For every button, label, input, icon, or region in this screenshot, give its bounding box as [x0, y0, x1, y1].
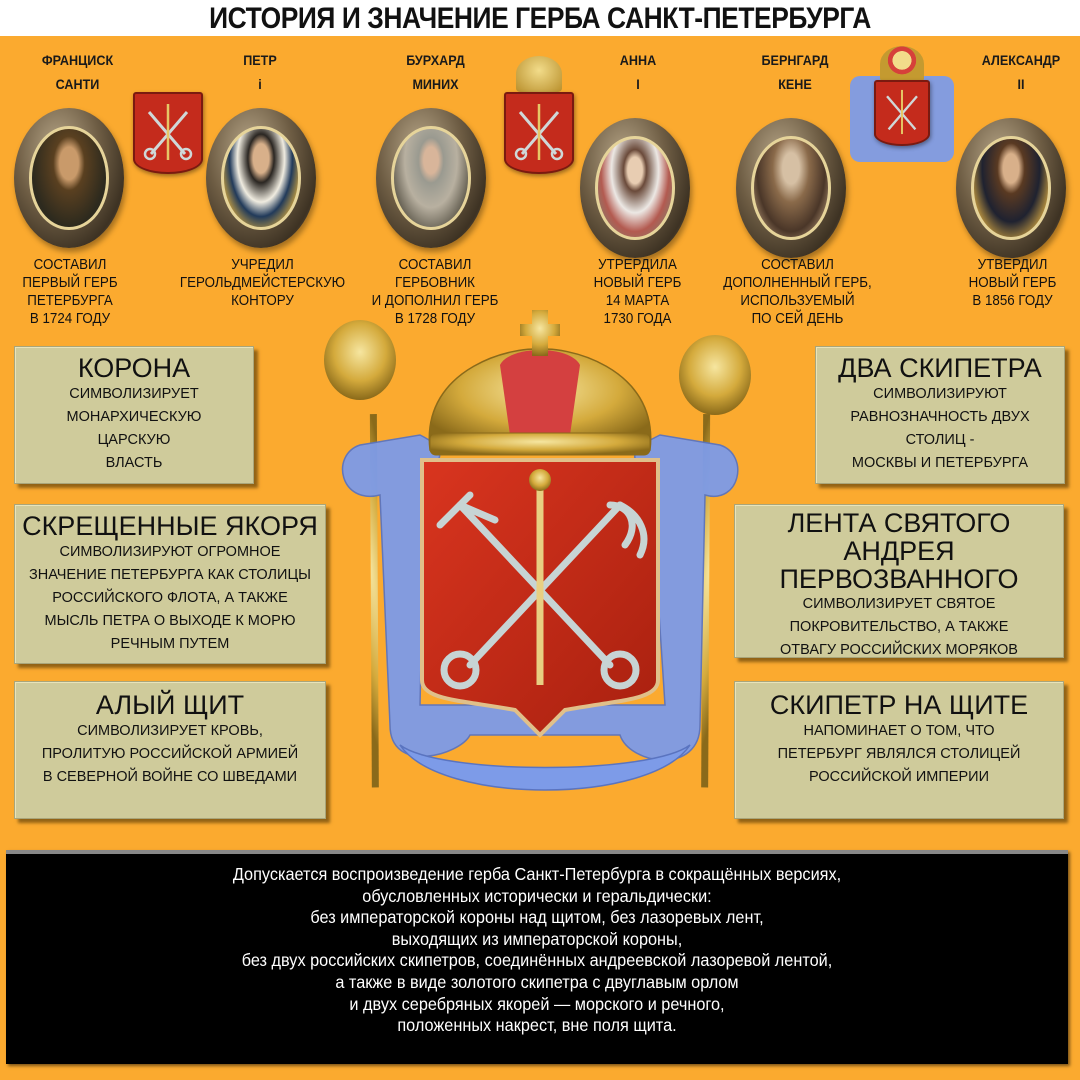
person-minich: БУРХАРД МИНИХ [378, 48, 493, 96]
panel-title: КОРОНА [77, 353, 191, 383]
coat-of-arms-emblem [320, 305, 760, 840]
panel-text: СИМВОЛИЗИРУЕТ МОНАРХИЧЕСКУЮ ЦАРСКУЮ ВЛАС… [66, 386, 202, 471]
central-sceptre-icon [529, 469, 551, 685]
portrait-anna [595, 136, 675, 240]
crossed-anchors-icon [436, 491, 648, 690]
person-desc-minich: СОСТАВИЛ ГЕРБОВНИК И ДОПОЛНИЛ ГЕРБ В 172… [371, 257, 499, 327]
person-desc-santi: СОСТАВИЛ ПЕРВЫЙ ГЕРБ ПЕТЕРБУРГА В 1724 Г… [22, 257, 118, 327]
person-name-line1: АЛЕКСАНДР [981, 52, 1061, 68]
crown-icon [880, 46, 924, 82]
person-koehne: БЕРНГАРД КЕНЕ [740, 48, 850, 96]
panel-text: СИМВОЛИЗИРУЮТ РАВНОЗНАЧНОСТЬ ДВУХ СТОЛИЦ… [850, 386, 1030, 471]
person-name-line1: ФРАНЦИСК [41, 52, 114, 68]
notice-text: Допускается воспроизведение герба Санкт-… [232, 864, 842, 1036]
portrait-minich [391, 126, 471, 230]
person-anna: АННА I [598, 48, 678, 96]
portrait-frame-koehne [736, 118, 846, 258]
person-name-line1: ПЕТР [243, 52, 277, 68]
anchors-icon [514, 104, 564, 161]
person-desc-peter: УЧРЕДИЛ ГЕРОЛЬДМЕЙСТЕРСКУЮ КОНТОРУ [179, 257, 346, 309]
panel-title: ДВА СКИПЕТРА [838, 353, 1042, 383]
panel-anchors: СКРЕЩЕННЫЕ ЯКОРЯ СИМВОЛИЗИРУЮТ ОГРОМНОЕ … [14, 504, 326, 664]
person-desc-koehne: СОСТАВИЛ ДОПОЛНЕННЫЙ ГЕРБ, ИСПОЛЬЗУЕМЫЙ … [723, 257, 872, 327]
person-name-line2: КЕНЕ [778, 76, 812, 92]
panel-text: СИМВОЛИЗИРУЮТ ОГРОМНОЕ ЗНАЧЕНИЕ ПЕТЕРБУР… [28, 544, 312, 652]
portrait-peter [221, 126, 301, 230]
person-santi: ФРАНЦИСК САНТИ [20, 48, 135, 96]
title-bar: ИСТОРИЯ И ЗНАЧЕНИЕ ГЕРБА САНКТ-ПЕТЕРБУРГ… [0, 0, 1080, 36]
portrait-frame-minich [376, 108, 486, 248]
panel-sceptre-on-shield: СКИПЕТР НА ЩИТЕ НАПОМИНАЕТ О ТОМ, ЧТО ПЕ… [734, 681, 1064, 819]
reproduction-notice: Допускается воспроизведение герба Санкт-… [6, 850, 1068, 1064]
panel-two-sceptres: ДВА СКИПЕТРА СИМВОЛИЗИРУЮТ РАВНОЗНАЧНОСТ… [815, 346, 1065, 484]
panel-title: СКИПЕТР НА ЩИТЕ [769, 690, 1029, 720]
portrait-frame-alexander [956, 118, 1066, 258]
small-coat-of-arms-1724 [133, 92, 203, 174]
portrait-koehne [751, 136, 831, 240]
small-full-emblem-1856 [842, 42, 962, 162]
portrait-frame-peter [206, 108, 316, 248]
crown-icon-small [516, 56, 562, 92]
small-coat-of-arms-1730 [504, 92, 574, 174]
panel-title: СКРЕЩЕННЫЕ ЯКОРЯ [22, 511, 318, 541]
person-name-line2: I [636, 76, 640, 92]
person-peter: ПЕТР i [220, 48, 300, 96]
anchors-icon [143, 104, 193, 161]
anchors-icon [886, 89, 918, 135]
portrait-frame-santi [14, 108, 124, 248]
panel-title: ЛЕНТА СВЯТОГО АНДРЕЯ ПЕРВОЗВАННОГО [779, 508, 1019, 594]
panel-text: СИМВОЛИЗИРУЕТ КРОВЬ, ПРОЛИТУЮ РОССИЙСКОЙ… [41, 723, 299, 785]
portrait-alexander [971, 136, 1051, 240]
person-name-line1: АННА [619, 52, 657, 68]
portrait-frame-anna [580, 118, 690, 258]
panel-title: АЛЫЙ ЩИТ [95, 690, 245, 720]
page-title: ИСТОРИЯ И ЗНАЧЕНИЕ ГЕРБА САНКТ-ПЕТЕРБУРГ… [209, 2, 871, 35]
person-name-line2: II [1017, 76, 1025, 92]
shield-icon [874, 80, 930, 146]
person-desc-alexander: УТВЕРДИЛ НОВЫЙ ГЕРБ В 1856 ГОДУ [968, 257, 1057, 309]
panel-scarlet-shield: АЛЫЙ ЩИТ СИМВОЛИЗИРУЕТ КРОВЬ, ПРОЛИТУЮ Р… [14, 681, 326, 819]
panel-text: НАПОМИНАЕТ О ТОМ, ЧТО ПЕТЕРБУРГ ЯВЛЯЛСЯ … [777, 723, 1021, 785]
person-name-line1: БЕРНГАРД [761, 52, 829, 68]
person-name-line1: БУРХАРД [406, 52, 465, 68]
person-name-line2: i [258, 76, 262, 92]
panel-text: СИМВОЛИЗИРУЕТ СВЯТОЕ ПОКРОВИТЕЛЬСТВО, А … [780, 596, 1018, 658]
coat-of-arms-illustration [324, 310, 751, 791]
panel-st-andrew-ribbon: ЛЕНТА СВЯТОГО АНДРЕЯ ПЕРВОЗВАННОГО СИМВО… [734, 504, 1064, 658]
person-alexander: АЛЕКСАНДР II [966, 48, 1076, 96]
crown-icon [428, 310, 652, 456]
person-name-line2: САНТИ [55, 76, 100, 92]
person-name-line2: МИНИХ [412, 76, 459, 92]
panel-crown: КОРОНА СИМВОЛИЗИРУЕТ МОНАРХИЧЕСКУЮ ЦАРСК… [14, 346, 254, 484]
person-desc-anna: УТРЕРДИЛА НОВЫЙ ГЕРБ 14 МАРТА 1730 ГОДА [593, 257, 682, 327]
portrait-santi [29, 126, 109, 230]
